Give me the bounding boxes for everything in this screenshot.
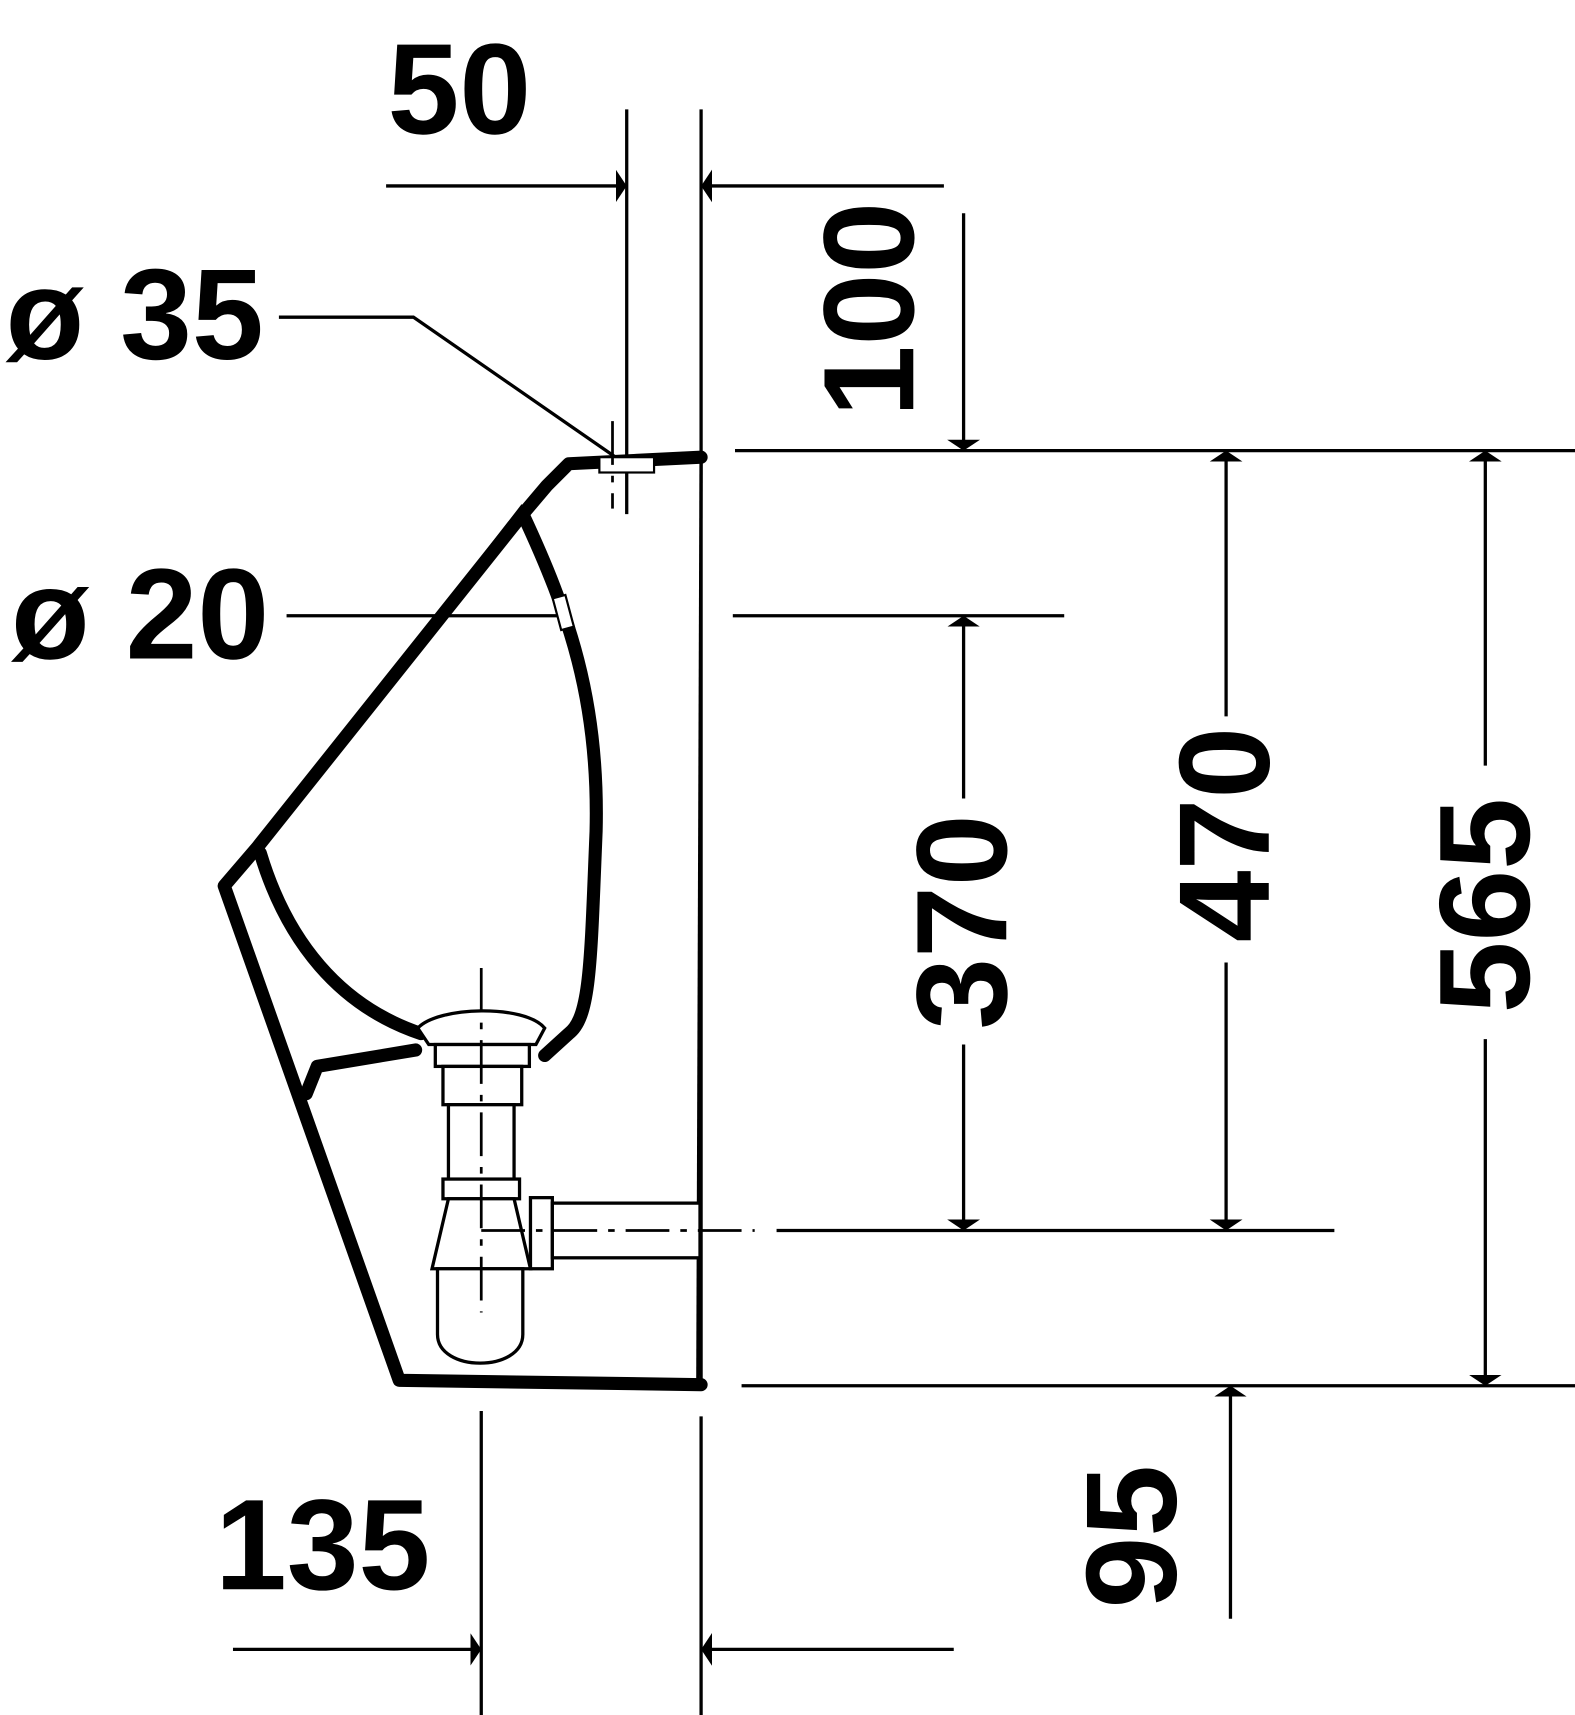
- siphon-trap: [415, 1009, 702, 1365]
- extension-lines: [479, 109, 1575, 1715]
- dim-diameter-35: ø 35: [5, 243, 263, 387]
- dim-565: 565: [1413, 798, 1557, 1013]
- dim-95: 95: [1060, 1465, 1204, 1609]
- dim-135: 135: [215, 1473, 430, 1617]
- dimension-arrows: [232, 169, 1502, 1666]
- dim-470: 470: [1153, 727, 1297, 942]
- urinal-body: [217, 450, 708, 1392]
- center-lines: [479, 421, 755, 1313]
- dim-diameter-20: ø 20: [11, 542, 269, 686]
- dim-370: 370: [890, 814, 1034, 1029]
- dim-50: 50: [388, 17, 532, 161]
- dim-100: 100: [797, 202, 941, 417]
